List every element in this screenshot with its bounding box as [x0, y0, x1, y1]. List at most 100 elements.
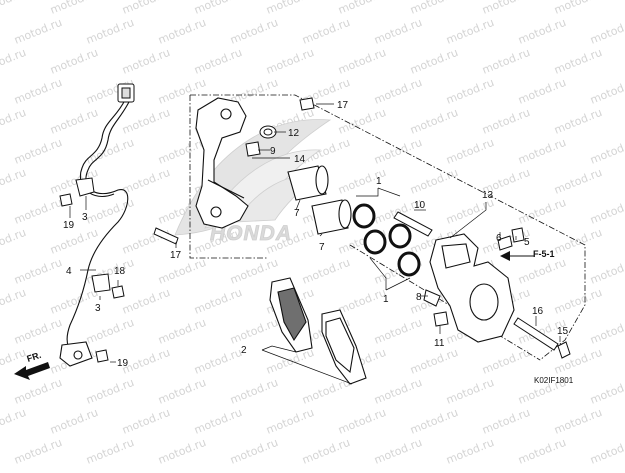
- brake-pad-set: [269, 277, 367, 385]
- watermark-text: motod.ru: [120, 286, 172, 317]
- watermark-text: motod.ru: [0, 0, 28, 17]
- callout-6: 6: [496, 233, 502, 244]
- watermark-text: motod.ru: [552, 46, 604, 77]
- watermark-text: motod.ru: [516, 136, 568, 167]
- watermark-text: motod.ru: [0, 226, 28, 257]
- abs-connector: [117, 83, 135, 103]
- watermark-text: motod.ru: [336, 46, 388, 77]
- callout-1-lower: 1: [383, 294, 389, 305]
- watermark-text: motod.ru: [444, 376, 496, 407]
- watermark-text: motod.ru: [192, 406, 244, 437]
- watermark-text: motod.ru: [588, 316, 625, 347]
- front-direction-label: FR.: [26, 350, 43, 364]
- caliper-bolts: [153, 97, 571, 359]
- watermark-text: motod.ru: [588, 196, 625, 227]
- watermark-text: motod.ru: [336, 286, 388, 317]
- watermark-text: motod.ru: [12, 376, 64, 407]
- watermark-text: motod.ru: [48, 0, 100, 17]
- callout-19-upper: 19: [63, 220, 75, 231]
- callout-7-lower: 7: [319, 242, 325, 253]
- callout-17-upper: 17: [337, 100, 349, 111]
- piston-seals: [352, 203, 421, 277]
- watermark-text: motod.ru: [120, 406, 172, 437]
- watermark-text: motod.ru: [264, 0, 316, 17]
- callout-15: 15: [557, 326, 569, 337]
- watermark-text: motod.ru: [228, 436, 280, 467]
- watermark-text: motod.ru: [480, 106, 532, 137]
- watermark-text: motod.ru: [336, 0, 388, 17]
- watermark-text: motod.ru: [120, 226, 172, 257]
- watermark-text: motod.ru: [444, 136, 496, 167]
- watermark-text: motod.ru: [300, 256, 352, 287]
- watermark-text: motod.ru: [48, 406, 100, 437]
- callout-8: 8: [416, 292, 422, 303]
- watermark-text: motod.ru: [228, 16, 280, 47]
- watermark-text: motod.ru: [156, 16, 208, 47]
- watermark-text: motod.ru: [192, 0, 244, 17]
- watermark-text: motod.ru: [84, 16, 136, 47]
- slide-pin-boots: [287, 165, 352, 235]
- watermark-text: motod.ru: [444, 76, 496, 107]
- watermark-text: motod.ru: [228, 376, 280, 407]
- watermark-text: motod.ru: [516, 256, 568, 287]
- watermark-text: motod.ru: [84, 316, 136, 347]
- watermark-text: motod.ru: [0, 166, 28, 197]
- watermark-text: motod.ru: [300, 376, 352, 407]
- watermark-text: motod.ru: [552, 0, 604, 17]
- watermark-text: motod.ru: [552, 166, 604, 197]
- callout-12: 12: [288, 128, 300, 139]
- watermark-text: motod.ru: [0, 406, 28, 437]
- watermark-text: motod.ru: [480, 406, 532, 437]
- watermark-text: motod.ru: [12, 76, 64, 107]
- watermark-text: motod.ru: [408, 166, 460, 197]
- watermark-text: motod.ru: [444, 16, 496, 47]
- watermark-text: motod.ru: [12, 256, 64, 287]
- watermark-text: motod.ru: [156, 436, 208, 467]
- callout-3-lower: 3: [95, 303, 101, 314]
- watermark-text: motod.ru: [84, 256, 136, 287]
- watermark-text: motod.ru: [0, 286, 28, 317]
- watermark-text: motod.ru: [12, 196, 64, 227]
- watermark-text: motod.ru: [156, 316, 208, 347]
- watermark-text: motod.ru: [300, 16, 352, 47]
- callout-19-lower: 19: [117, 358, 129, 369]
- callout-10: 10: [414, 200, 426, 211]
- watermark-text: motod.ru: [552, 226, 604, 257]
- watermark-text: motod.ru: [408, 406, 460, 437]
- watermark-text: motod.ru: [156, 376, 208, 407]
- cap-and-bleeder: [245, 125, 277, 157]
- watermark-text: motod.ru: [408, 346, 460, 377]
- watermark-text: motod.ru: [264, 406, 316, 437]
- watermark-text: motod.ru: [12, 136, 64, 167]
- watermark-text: motod.ru: [552, 406, 604, 437]
- bolts-left: [59, 193, 125, 363]
- abs-sensor-wire: [66, 99, 131, 353]
- caliper-bracket: [195, 97, 249, 229]
- watermark-text: motod.ru: [408, 46, 460, 77]
- honda-brand-text: HONDA: [210, 222, 292, 245]
- watermark-text: motod.ru: [372, 76, 424, 107]
- callout-5: 5: [524, 237, 530, 248]
- watermark-text: motod.ru: [336, 406, 388, 437]
- abs-wire-clip-upper: [75, 177, 95, 197]
- watermark-text: motod.ru: [156, 256, 208, 287]
- watermark-text: motod.ru: [516, 16, 568, 47]
- leader-lines: [69, 103, 561, 385]
- watermark-text: motod.ru: [588, 16, 625, 47]
- watermark-text: motod.ru: [0, 106, 28, 137]
- watermark-text: motod.ru: [12, 16, 64, 47]
- watermark-text: motod.ru: [228, 316, 280, 347]
- abs-sensor-head: [59, 341, 93, 367]
- watermark-text: motod.ru: [372, 316, 424, 347]
- watermark-text: motod.ru: [120, 0, 172, 17]
- watermark-text: motod.ru: [372, 136, 424, 167]
- callout-4: 4: [66, 266, 72, 277]
- reference-label: F-5-1: [533, 249, 555, 259]
- watermark-text: motod.ru: [120, 106, 172, 137]
- callout-13: 13: [482, 190, 494, 201]
- watermark-text: motod.ru: [264, 46, 316, 77]
- watermark-text: motod.ru: [516, 436, 568, 467]
- callout-1-upper: 1: [376, 176, 382, 187]
